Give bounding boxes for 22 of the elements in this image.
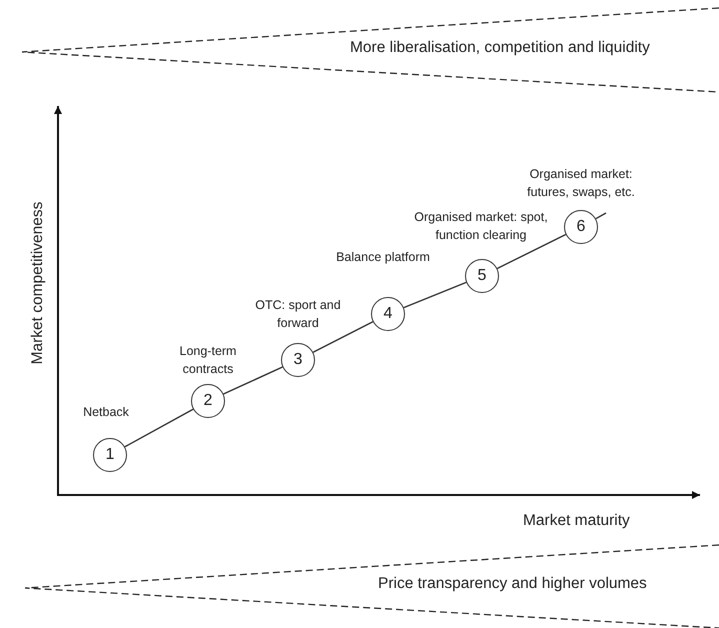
- numbered-circle: 1: [93, 438, 127, 472]
- stage-label: Organised market: spot, function clearing: [413, 209, 549, 244]
- connector-line: [404, 282, 466, 308]
- connector-line: [596, 212, 606, 220]
- connector-line: [496, 234, 566, 270]
- connector-line: [223, 366, 283, 395]
- numbered-circle: 2: [191, 384, 225, 418]
- stage-label: Long-term contracts: [178, 343, 238, 378]
- stage-label: Netback: [82, 404, 130, 421]
- numbered-circle: 6: [564, 210, 598, 244]
- axis-title: Market competitiveness: [29, 200, 47, 366]
- connector-line: [312, 321, 374, 353]
- numbered-circle: 5: [465, 259, 499, 293]
- axis-title: Market maturity: [523, 512, 630, 530]
- stage-label: Organised market: futures, swaps, etc.: [526, 166, 636, 201]
- stage-label: OTC: sport and forward: [254, 297, 342, 332]
- connector-line: [124, 408, 194, 448]
- trend-label: Price transparency and higher volumes: [378, 575, 647, 593]
- numbered-circle: 4: [371, 297, 405, 331]
- trend-label: More liberalisation, competition and liquidity: [350, 39, 650, 57]
- numbered-circle: 3: [281, 343, 315, 377]
- stage-label: Balance platform: [335, 249, 431, 266]
